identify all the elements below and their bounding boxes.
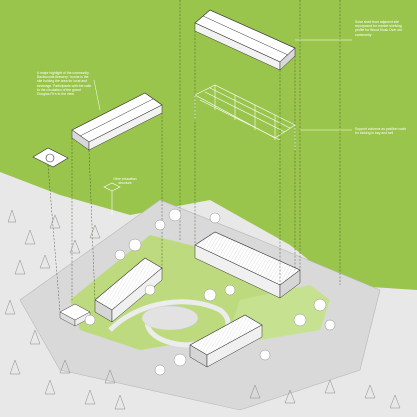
annotation-brewery: A major highlight of the community Backw… <box>37 71 92 97</box>
floating-ring-element <box>32 147 69 168</box>
left-long-building <box>94 257 163 323</box>
annotation-solar-shed: Solar shed from adjacent site repurposed… <box>355 20 402 37</box>
central-plaza <box>141 305 199 331</box>
education-structure-marker <box>103 182 121 215</box>
leader-lines <box>93 39 352 131</box>
main-hall-building <box>194 231 301 299</box>
annotation-education-structure: Here education structure <box>113 177 137 186</box>
floating-roof-top <box>194 9 296 71</box>
projection-lines <box>47 0 341 313</box>
conifer-trees <box>4 209 401 410</box>
floating-roof-left <box>71 92 163 151</box>
trees <box>84 208 336 376</box>
bottom-building <box>189 314 263 368</box>
small-left-building <box>59 303 91 327</box>
annotation-support-columns: Support columns as pavilion roofs for lo… <box>355 127 406 136</box>
